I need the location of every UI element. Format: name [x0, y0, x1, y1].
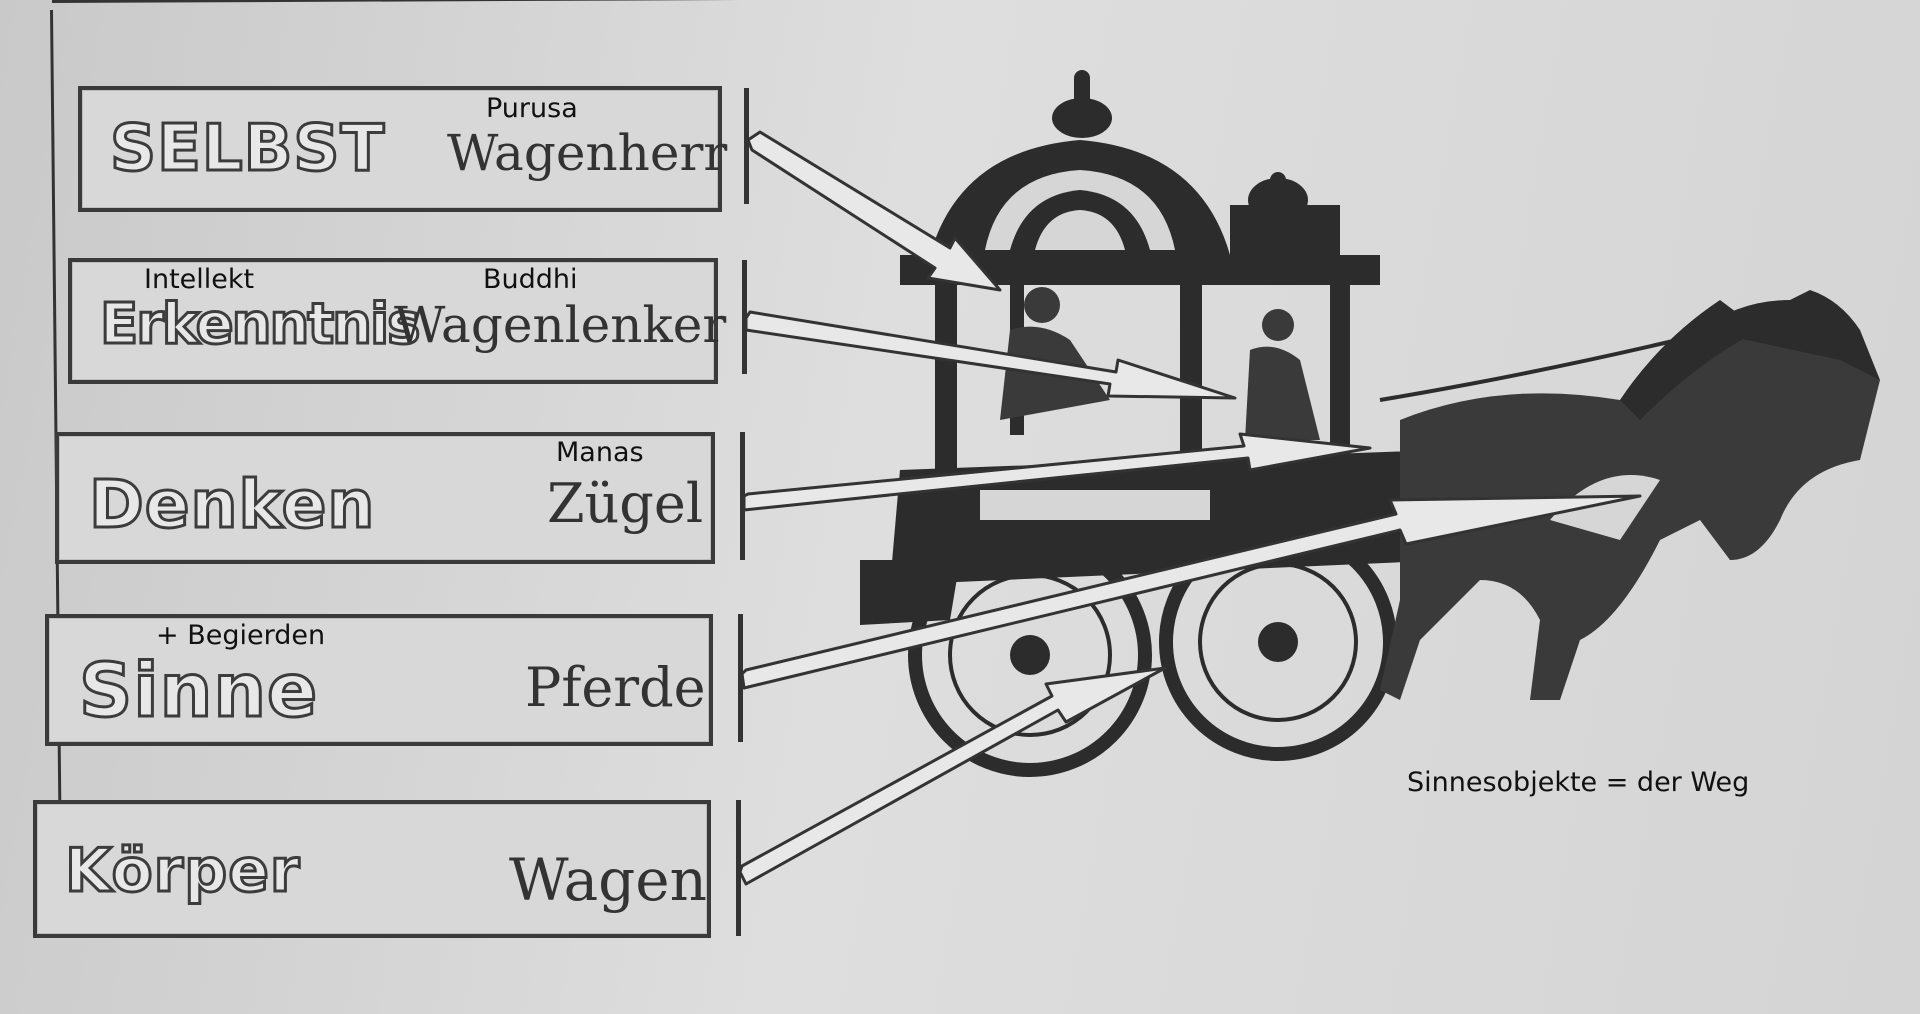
erkenntnis-word: Erkenntnis: [99, 291, 422, 359]
manas-note: Manas: [556, 437, 644, 468]
wheel-front: [1159, 523, 1397, 761]
arrow-denken: [742, 432, 1372, 512]
road-label: Sinnesobjekte = der Weg: [1407, 767, 1750, 798]
purusa-note: Purusa: [486, 93, 578, 124]
erkenntnis-box: Erkenntnis Wagenlenker: [68, 258, 726, 384]
koerper-role: Wagen: [509, 846, 707, 914]
wheel-rear: [908, 533, 1152, 777]
arrow-erkenntnis: [744, 310, 1237, 400]
chariot-canopy: [900, 70, 1380, 285]
koerper-word: Körper: [63, 835, 301, 908]
denken-role: Zügel: [547, 472, 704, 535]
selbst-box: SELBST Wagenherr: [78, 86, 727, 212]
arrow-selbst: [746, 130, 1002, 292]
arrow-koerper: [738, 666, 1167, 886]
bar-5: [736, 800, 741, 936]
denken-box: Denken Zügel: [55, 432, 715, 564]
selbst-word: SELBST: [108, 111, 386, 188]
intellekt-note: Intellekt: [144, 264, 255, 295]
bar-4: [738, 614, 743, 742]
arrow-sinne: [740, 494, 1642, 690]
koerper-box: Körper Wagen: [33, 800, 711, 938]
begierden-note: + Begierden: [156, 620, 326, 651]
erkenntnis-role: Wagenlenker: [394, 296, 727, 354]
selbst-role: Wagenherr: [447, 124, 728, 182]
denken-word: Denken: [87, 465, 376, 545]
bar-1: [744, 88, 749, 204]
sinne-role: Pferde: [525, 656, 706, 719]
connector-arrows: [738, 130, 1642, 886]
buddhi-note: Buddhi: [483, 264, 578, 295]
horses: [1380, 290, 1880, 700]
bar-2: [742, 260, 747, 374]
sinne-word: Sinne: [77, 647, 319, 736]
reins: [1379, 318, 1761, 402]
sinne-box: Sinne Pferde: [45, 614, 713, 746]
